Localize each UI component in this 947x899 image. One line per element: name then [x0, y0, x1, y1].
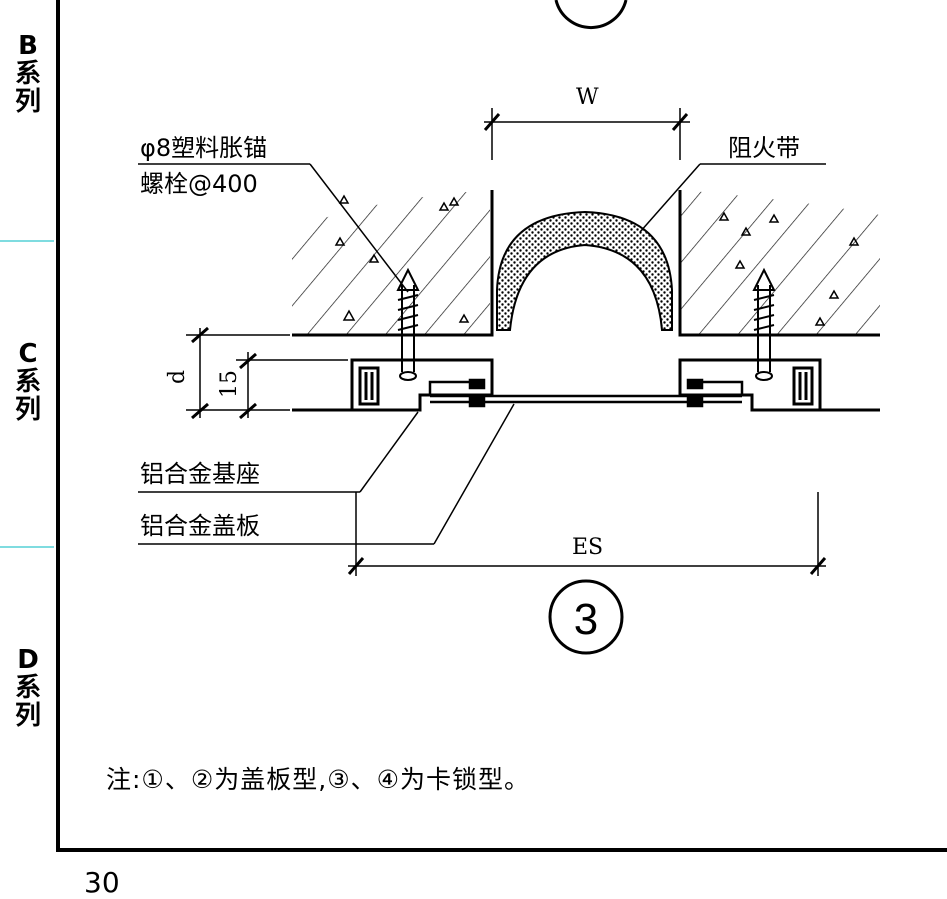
expansion-joint-diagram: W φ8塑料胀锚 螺栓@400 阻火带 d 15 铝合金基座 铝合金盖板 ES … [138, 0, 880, 655]
tab-d-char2: 列 [14, 701, 41, 731]
fire-strip-shape [496, 210, 673, 331]
anchor-bolt-right [752, 267, 776, 381]
cover-label: 铝合金盖板 [140, 512, 260, 540]
tab-b: B 系 列 [6, 32, 50, 116]
fire-strip-label: 阻火带 [728, 134, 800, 162]
anchor-leader [309, 163, 409, 293]
tab-separator [0, 546, 54, 548]
sidebar: B 系 列 C 系 列 D 系 列 [0, 0, 60, 852]
aluminum-cover-plate [428, 378, 744, 408]
tab-c: C 系 列 [6, 340, 50, 424]
base-leader [359, 411, 419, 493]
cover-leader [433, 403, 515, 545]
tab-separator [0, 240, 54, 242]
page-number: 30 [84, 866, 120, 899]
tab-c-letter: C [18, 339, 38, 369]
detail-circle-top [554, 0, 628, 30]
aggregate-marks [334, 194, 860, 326]
anchor-label-line1: φ8塑料胀锚 [140, 134, 267, 162]
tab-c-char2: 列 [14, 395, 41, 425]
tab-b-letter: B [18, 31, 38, 61]
tab-d-letter: D [17, 645, 39, 675]
tab-b-char1: 系 [14, 59, 41, 89]
dimension-es [347, 492, 827, 576]
dim-d-label: d [165, 370, 190, 384]
page-border-bottom [56, 848, 947, 852]
dim-15-label: 15 [217, 370, 242, 398]
anchor-bolt-left [396, 267, 420, 381]
detail-number: 3 [574, 595, 598, 644]
anchor-label-line2: 螺栓@400 [140, 170, 258, 198]
tab-d: D 系 列 [6, 646, 50, 730]
note-text: 注:①、②为盖板型,③、④为卡锁型。 [106, 765, 531, 794]
slab-outline [292, 190, 880, 412]
dimension-d [186, 326, 348, 420]
concrete-right [680, 190, 880, 335]
tab-b-char2: 列 [14, 87, 41, 117]
dimension-w [483, 108, 690, 160]
dim-w-label: W [576, 85, 599, 110]
tab-c-char1: 系 [14, 367, 41, 397]
aluminum-base-left [350, 358, 494, 412]
dim-es-label: ES [572, 535, 603, 560]
base-label: 铝合金基座 [140, 460, 260, 488]
fire-strip-leader [639, 163, 701, 233]
detail-number-circle [548, 579, 624, 655]
tab-d-char1: 系 [14, 673, 41, 703]
concrete-left [292, 190, 490, 335]
